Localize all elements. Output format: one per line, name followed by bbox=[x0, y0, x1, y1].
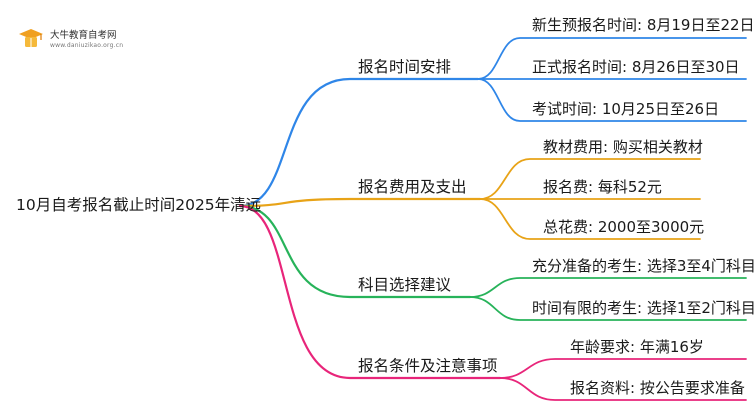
branch-registration-schedule: 报名时间安排 bbox=[358, 58, 452, 76]
leaf-pre-registration-time: 新生预报名时间: 8月19日至22日 bbox=[532, 16, 755, 34]
leaf-total-cost: 总花费: 2000至3000元 bbox=[543, 218, 705, 236]
branch-requirements-and-notes: 报名条件及注意事项 bbox=[358, 357, 498, 375]
branch-connector bbox=[238, 197, 482, 208]
leaf-connector bbox=[479, 158, 701, 200]
leaf-connector bbox=[499, 377, 747, 401]
branch-subject-advice: 科目选择建议 bbox=[358, 276, 452, 294]
leaf-exam-time: 考试时间: 10月25日至26日 bbox=[532, 100, 720, 118]
leaf-registration-documents: 报名资料: 按公告要求准备 bbox=[570, 379, 745, 397]
leaf-connector bbox=[469, 277, 747, 298]
leaf-formal-registration-time: 正式报名时间: 8月26日至30日 bbox=[532, 58, 740, 76]
branch-connector bbox=[238, 77, 480, 208]
watermark-url: www.daniuzikao.org.cn bbox=[50, 42, 124, 49]
leaf-registration-fee: 报名费: 每科52元 bbox=[543, 178, 662, 196]
watermark-logo: 大牛教育自考网 www.daniuzikao.org.cn bbox=[14, 12, 164, 52]
leaf-well-prepared-candidates: 充分准备的考生: 选择3至4门科目 bbox=[532, 257, 756, 275]
leaf-limited-time-candidates: 时间有限的考生: 选择1至2门科目 bbox=[532, 299, 756, 317]
branch-connector bbox=[238, 204, 472, 299]
leaf-textbook-fee: 教材费用: 购买相关教材 bbox=[543, 138, 703, 156]
branch-fees-and-expenses: 报名费用及支出 bbox=[358, 178, 467, 196]
graduation-book-icon bbox=[19, 29, 43, 47]
leaf-connector bbox=[499, 358, 747, 379]
watermark-name: 大牛教育自考网 bbox=[50, 30, 117, 41]
leaf-connector bbox=[477, 78, 747, 122]
branch-connector bbox=[238, 204, 502, 380]
leaf-age-requirement: 年龄要求: 年满16岁 bbox=[570, 338, 704, 356]
leaf-connector bbox=[469, 296, 747, 321]
leaf-connector bbox=[477, 37, 747, 80]
root-topic: 10月自考报名截止时间2025年清远 bbox=[16, 196, 262, 214]
leaf-connector bbox=[479, 198, 701, 240]
